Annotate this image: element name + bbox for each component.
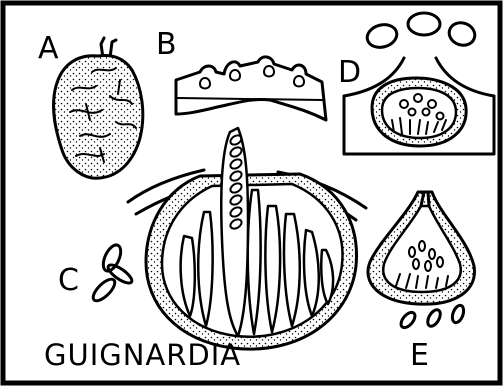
panel-a-figure	[54, 38, 143, 178]
panel-e-spores	[398, 304, 465, 330]
panel-c-figure	[128, 128, 366, 349]
panel-c-spores	[90, 242, 134, 304]
panel-d-spores	[365, 13, 478, 51]
panel-d-label: D	[338, 55, 361, 90]
panel-a-label: A	[38, 31, 59, 66]
panel-e-label: E	[410, 338, 429, 373]
panel-e-figure	[368, 192, 474, 304]
panel-c-label: C	[58, 263, 79, 298]
panel-d-figure	[344, 58, 494, 154]
panel-b-figure	[176, 57, 326, 120]
panel-b-label: B	[156, 27, 177, 62]
plate-title: GUIGNARDIA	[44, 338, 241, 372]
